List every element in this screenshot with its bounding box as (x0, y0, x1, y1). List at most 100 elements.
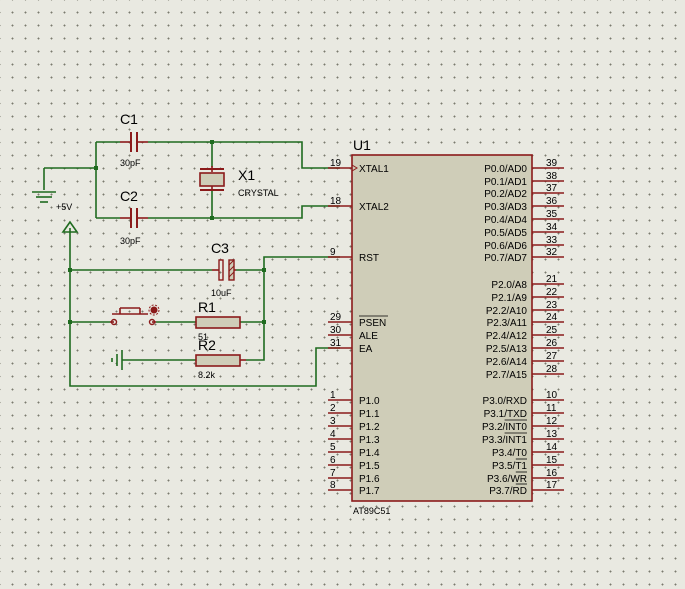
pin-number: 18 (330, 196, 342, 207)
pin-p1-4[interactable]: 5P1.4 (328, 442, 380, 459)
pin-label: P1.2 (359, 422, 380, 433)
pin-number: 24 (546, 312, 558, 323)
wire-vcc-rail (69, 228, 340, 387)
pin-number: 2 (330, 403, 336, 414)
capacitor-c2[interactable]: C2 30pF (120, 188, 148, 246)
pin-number: 11 (546, 403, 557, 414)
pin-number: 33 (546, 235, 558, 246)
pin-number: 35 (546, 209, 558, 220)
junction-dot (210, 140, 214, 144)
ground-symbol-r2[interactable] (111, 350, 123, 370)
pin-label: P0.7/AD7 (484, 253, 527, 264)
chip-part: AT89C51 (353, 506, 390, 516)
pin-label: XTAL2 (359, 202, 389, 213)
junctions (68, 140, 266, 324)
wire-rst-node (246, 270, 265, 361)
wire-rst (263, 256, 340, 270)
pin-label: P3.5/T1 (492, 461, 527, 472)
pin-label: P2.7/A15 (486, 370, 528, 381)
chip-body (351, 154, 533, 502)
pin-label: P3.1/TXD (484, 409, 527, 420)
pin-label: P1.6 (359, 474, 380, 485)
pin-number: 14 (546, 442, 558, 453)
pin-number: 23 (546, 300, 558, 311)
pin-number: 9 (330, 247, 336, 258)
pin-p1-7[interactable]: 8P1.7 (328, 480, 380, 497)
pin-label: P2.2/A10 (486, 306, 528, 317)
pin-label: P0.4/AD4 (484, 215, 527, 226)
pin-p1-6[interactable]: 7P1.6 (328, 468, 380, 485)
pin-number: 8 (330, 480, 336, 491)
power-terminal[interactable]: +5V (56, 202, 79, 233)
pin-number: 12 (546, 416, 558, 427)
c3-value: 10uF (211, 288, 232, 298)
pin-p1-5[interactable]: 6P1.5 (328, 455, 380, 472)
pin-label: P0.0/AD0 (484, 164, 527, 175)
pin-p1-2[interactable]: 3P1.2 (328, 416, 380, 433)
pin-p1-0[interactable]: 1P1.0 (328, 390, 380, 407)
right-pins: 39P0.0/AD038P0.1/AD137P0.2/AD236P0.3/AD3… (482, 158, 564, 497)
c3-ref: C3 (211, 240, 229, 256)
pin-label: P2.1/A9 (491, 293, 527, 304)
ground-symbol[interactable] (32, 191, 56, 203)
pin-number: 6 (330, 455, 336, 466)
pin-number: 26 (546, 338, 558, 349)
pin-label: P3.3/INT1 (482, 435, 527, 446)
capacitor-c1[interactable]: C1 30pF (120, 111, 148, 168)
pin-p1-3[interactable]: 4P1.3 (328, 429, 380, 446)
r2-value: 8.2k (198, 370, 216, 380)
capacitor-c3[interactable]: C3 10uF (211, 240, 236, 298)
r1-value: 51 (198, 332, 208, 342)
resistor-r2[interactable]: R2 8.2k (195, 337, 246, 380)
pin-number: 3 (330, 416, 336, 427)
pin-number: 21 (546, 274, 558, 285)
pin-label: P1.4 (359, 448, 380, 459)
pin-label: RST (359, 253, 379, 264)
junction-dot (262, 268, 266, 272)
resistor-r1[interactable]: R1 51 (195, 299, 241, 342)
left-pins: 19XTAL118XTAL29RST29PSEN30ALE31EA1P1.02P… (328, 158, 389, 497)
x1-ref: X1 (238, 167, 255, 183)
pin-number: 30 (330, 325, 342, 336)
pin-number: 29 (330, 312, 342, 323)
pin-label: P1.3 (359, 435, 380, 446)
push-button-switch[interactable] (110, 304, 160, 326)
crystal-x1[interactable]: X1 CRYSTAL (199, 166, 279, 198)
junction-dot (94, 166, 98, 170)
pin-p1-1[interactable]: 2P1.1 (328, 403, 380, 420)
chip-ref: U1 (353, 137, 371, 153)
